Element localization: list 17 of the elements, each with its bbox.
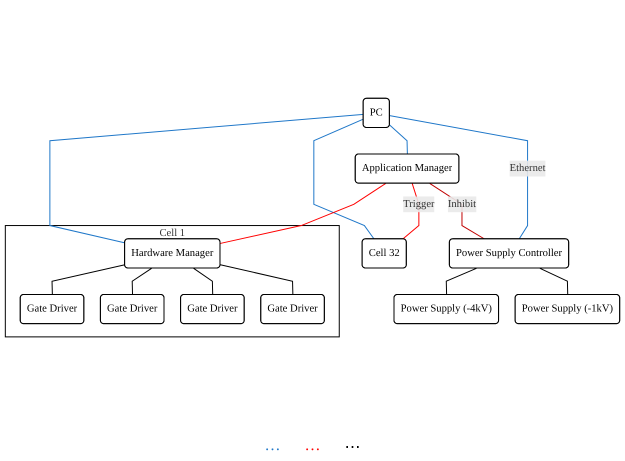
ellipsis-label: … (304, 437, 320, 456)
edge-label: Inhibit (448, 198, 476, 210)
connector (220, 182, 386, 244)
connector (313, 118, 375, 240)
edge-label: Ethernet (510, 162, 546, 174)
connector (446, 268, 477, 296)
edge-label: Trigger (403, 198, 435, 210)
ellipsis-label: … (264, 437, 280, 456)
connector (193, 268, 214, 296)
ellipsis-label: ⋯ (344, 438, 360, 457)
connector (52, 264, 126, 296)
connector (539, 268, 568, 296)
connector (49, 114, 364, 244)
connector (429, 182, 486, 240)
connector (132, 268, 152, 296)
connector (389, 124, 408, 155)
connector (220, 264, 294, 296)
